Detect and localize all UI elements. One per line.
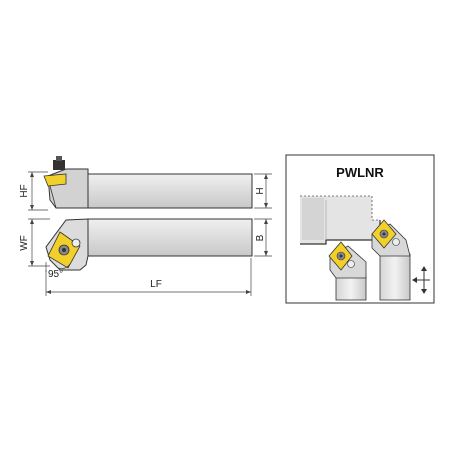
clamp-screw-head-icon xyxy=(56,156,62,161)
lf-label: LF xyxy=(150,279,162,290)
right-holder xyxy=(371,219,411,301)
hf-label: HF xyxy=(19,184,30,197)
inset-title: PWLNR xyxy=(336,165,384,180)
clamp-pin-icon xyxy=(71,238,81,248)
side-view-edge xyxy=(49,185,57,209)
clamp-screw-icon xyxy=(53,160,65,170)
b-label: B xyxy=(255,234,266,241)
wf-label: WF xyxy=(19,235,30,251)
wf-dimension: WF xyxy=(19,218,50,267)
side-view xyxy=(43,156,253,209)
top-view-shank xyxy=(87,218,253,257)
left-holder xyxy=(328,241,367,301)
h-dimension: H xyxy=(254,173,272,209)
lf-dimension: LF xyxy=(45,258,252,296)
hf-dimension: HF xyxy=(19,171,48,211)
top-view xyxy=(45,218,253,271)
inset-panel: PWLNR xyxy=(285,154,435,304)
angle-label: 95° xyxy=(48,269,63,280)
h-label: H xyxy=(255,187,266,194)
feed-direction-arrows-icon xyxy=(412,266,430,294)
b-dimension: B xyxy=(254,218,272,257)
side-view-insert xyxy=(43,173,67,187)
side-view-shank xyxy=(87,173,253,209)
